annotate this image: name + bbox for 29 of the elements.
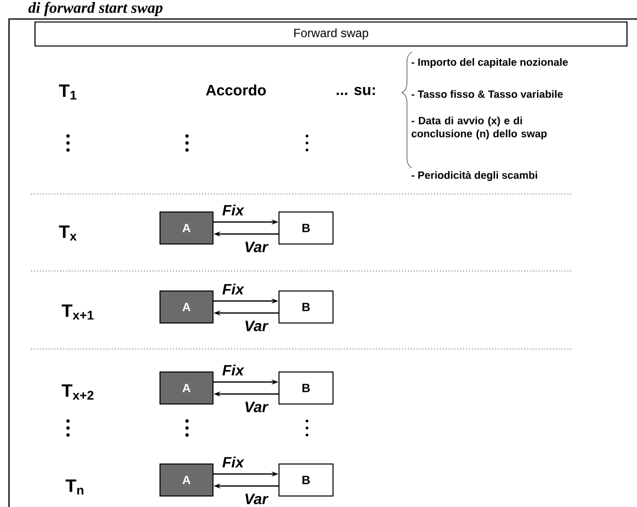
list-item: - Importo del capitale nozionale [412, 58, 568, 68]
header-box: Forward swap [34, 21, 628, 47]
time-label: T$_{x}$ [58, 226, 77, 240]
edge-label: Var [245, 402, 268, 412]
edge-label: Fix [222, 364, 244, 376]
agreement-label: ... su: [336, 86, 375, 96]
list-item: - Periodicità degli scambi [412, 171, 538, 181]
party-box: A [160, 372, 214, 404]
time-label: T$_{1}$ [58, 84, 76, 100]
edge-label: Var [245, 242, 268, 252]
party-box: B [278, 212, 334, 244]
edge-label: Var [245, 320, 268, 332]
edge-label: Var [245, 494, 268, 504]
party-box: A [160, 290, 214, 324]
list-item: - Data di avvio (x) e di conclusione (n) dello swap [412, 116, 547, 140]
party-box: B [278, 464, 334, 496]
edge-label: Fix [222, 456, 244, 468]
edge-label: Fix [222, 284, 244, 294]
agreement-label: Accordo [206, 84, 266, 96]
edge-label: Fix [222, 204, 244, 216]
party-box: B [278, 290, 334, 324]
list-item: - Tasso fisso & Tasso variabile [412, 90, 563, 98]
time-label: T$_{x+2}$ [62, 384, 94, 400]
party-box: B [278, 372, 334, 404]
party-box: A [160, 212, 214, 244]
time-label: T$_{x+1}$ [62, 304, 94, 320]
time-label: T$_{n}$ [66, 480, 84, 494]
title: di forward start swap [28, 2, 163, 16]
party-box: A [160, 464, 214, 496]
